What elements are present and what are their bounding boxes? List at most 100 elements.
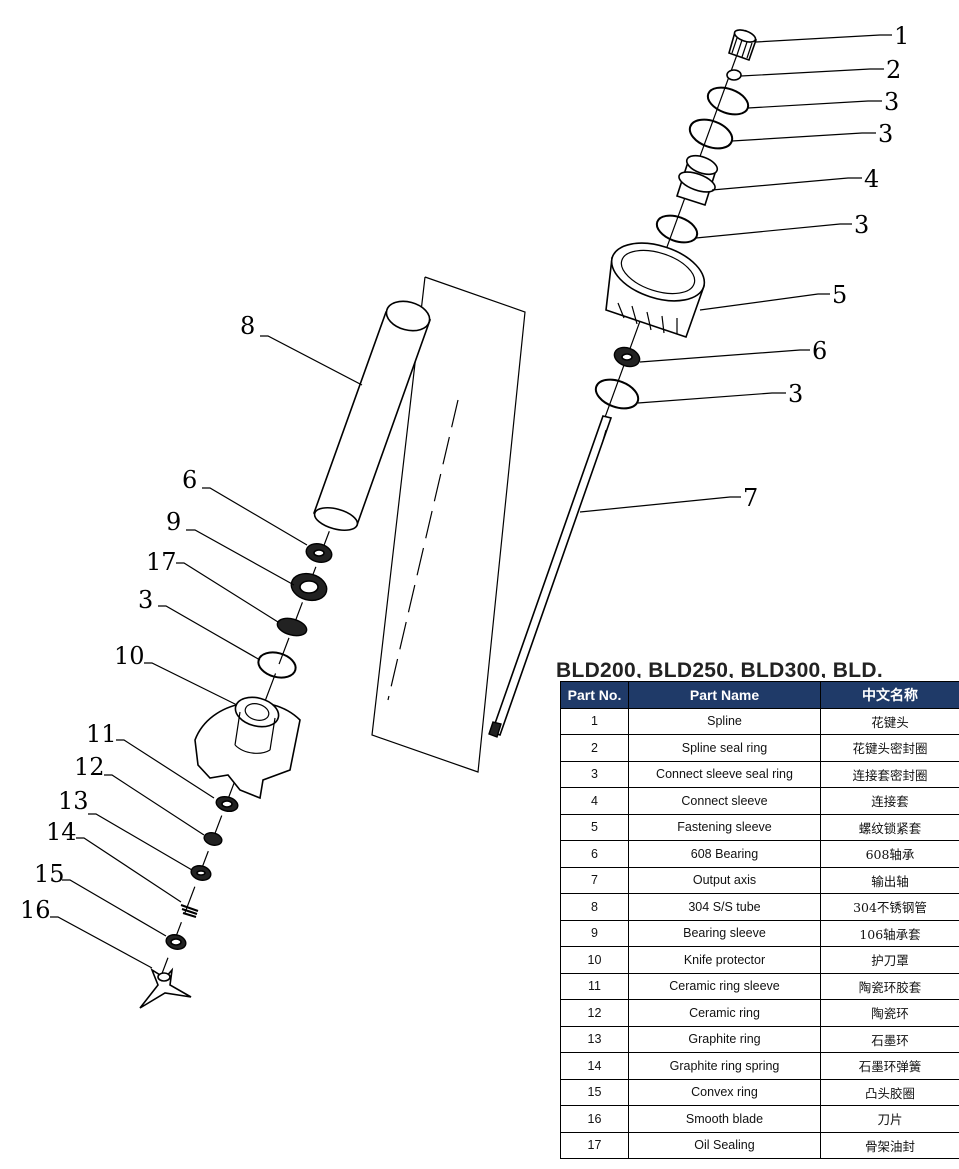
part-stainless-tube [312,297,433,535]
cell-chinese-name: 花键头密封圈 [820,734,959,762]
callout-15: 15 [34,860,65,888]
cell-part-name: Connect sleeve seal ring [628,760,821,788]
part-seal-ring-a [704,83,752,120]
part-seal-ring-d [592,374,642,413]
callout-4: 4 [864,165,879,193]
callout-13: 13 [58,787,89,815]
callout-numbers: 1 2 3 3 4 3 5 6 3 7 8 6 9 17 3 10 11 12 … [20,22,909,924]
cell-chinese-name: 304不锈钢管 [820,893,959,921]
callout-8: 8 [240,312,255,340]
cell-chinese-name: 陶瓷环胶套 [820,972,959,1000]
callout-11: 11 [86,720,117,748]
cell-chinese-name: 陶瓷环 [820,999,959,1027]
header-part-no: Part No. [560,681,629,709]
cell-chinese-name: 螺纹锁紧套 [820,813,959,841]
callout-5: 5 [832,281,847,309]
cell-part-no: 11 [560,972,629,1000]
part-spline-seal-ring [727,70,741,80]
cell-part-no: 9 [560,919,629,947]
cell-part-no: 17 [560,1131,629,1159]
cell-part-no: 2 [560,734,629,762]
cell-part-name: Ceramic ring sleeve [628,972,821,1000]
cell-part-no: 4 [560,787,629,815]
callout-16: 16 [20,896,51,924]
callout-14: 14 [46,818,77,846]
cell-chinese-name: 608轴承 [820,840,959,868]
callout-7: 7 [743,484,758,512]
callout-2: 2 [886,56,901,84]
cell-chinese-name: 凸头胶圈 [820,1078,959,1106]
cell-part-name: Convex ring [628,1078,821,1106]
part-spline [729,28,757,60]
part-oil-sealing [275,615,308,638]
cell-part-no: 8 [560,893,629,921]
part-seal-ring-b [686,114,736,153]
leader-lines [50,35,892,968]
callout-10: 10 [114,642,145,670]
part-fastening-sleeve [604,232,711,337]
callout-3a: 3 [884,88,899,116]
callout-3b: 3 [878,120,893,148]
cell-part-no: 7 [560,866,629,894]
callout-6b: 6 [182,466,197,494]
cell-chinese-name: 花键头 [820,707,959,735]
cell-part-name: Connect sleeve [628,787,821,815]
callout-9: 9 [166,508,181,536]
callout-17: 17 [146,548,177,576]
cell-part-no: 5 [560,813,629,841]
cell-chinese-name: 106轴承套 [820,919,959,947]
cell-part-name: Bearing sleeve [628,919,821,947]
model-series-title: BLD200, BLD250, BLD300, BLD. [556,659,883,678]
tube-guide-frame [372,277,525,772]
cell-part-name: Spline [628,707,821,735]
cell-part-name: Knife protector [628,946,821,974]
cell-chinese-name: 输出轴 [820,866,959,894]
cell-chinese-name: 连接套密封圈 [820,760,959,788]
part-ceramic-ring [203,831,223,847]
cell-part-name: Fastening sleeve [628,813,821,841]
part-graphite-ring-spring [181,905,198,917]
cell-part-name: Ceramic ring [628,999,821,1027]
cell-chinese-name: 护刀罩 [820,946,959,974]
part-smooth-blade [140,970,191,1008]
callout-12: 12 [74,753,105,781]
part-seal-ring-c [653,211,701,248]
cell-part-name: Oil Sealing [628,1131,821,1159]
cell-part-no: 14 [560,1052,629,1080]
cell-part-name: Spline seal ring [628,734,821,762]
cell-part-no: 10 [560,946,629,974]
callout-1: 1 [894,22,909,50]
cell-chinese-name: 石墨环弹簧 [820,1052,959,1080]
part-connect-sleeve [676,152,719,205]
cell-chinese-name: 骨架油封 [820,1131,959,1159]
part-output-axis [489,416,611,737]
callout-3d: 3 [788,380,803,408]
cell-part-no: 13 [560,1025,629,1053]
cell-chinese-name: 刀片 [820,1105,959,1133]
cell-part-no: 3 [560,760,629,788]
cell-part-name: 608 Bearing [628,840,821,868]
cell-part-name: 304 S/S tube [628,893,821,921]
cell-part-no: 1 [560,707,629,735]
part-knife-protector [195,693,300,798]
cell-part-name: Output axis [628,866,821,894]
